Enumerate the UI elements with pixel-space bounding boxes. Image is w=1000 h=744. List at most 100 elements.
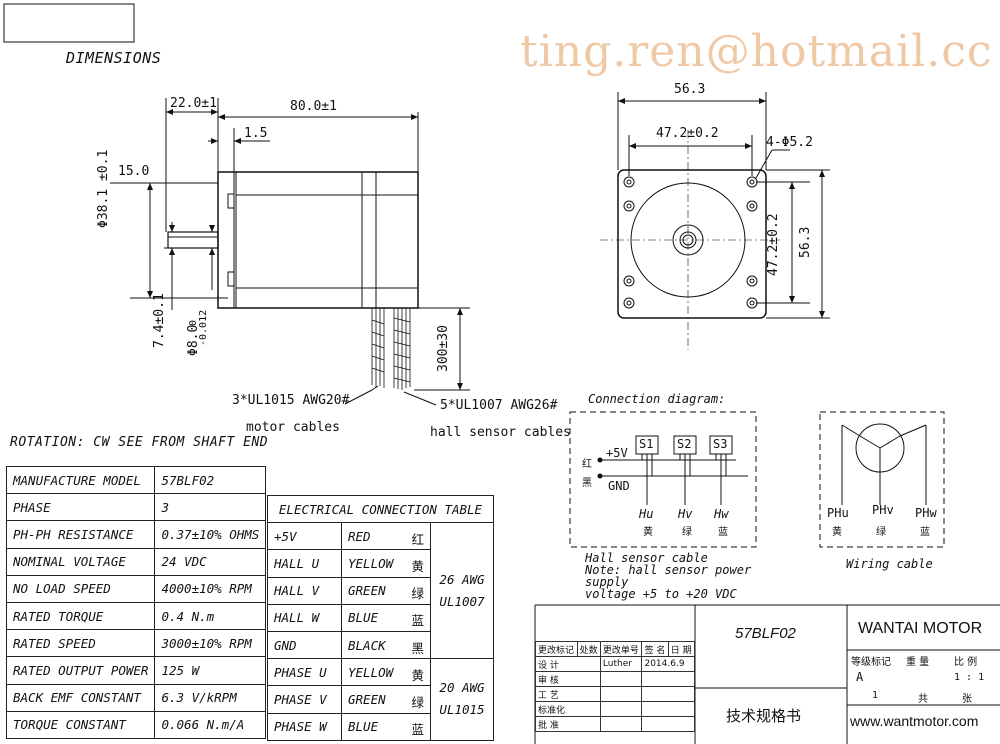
spec-label: RATED OUTPUT POWER	[5, 656, 156, 685]
hall-note-line3: supply	[585, 575, 629, 589]
tb-designer: Luther	[599, 656, 643, 672]
tb-design-date: 2014.6.9	[641, 656, 695, 672]
wiring-diagram-lines	[819, 411, 945, 548]
ect-color-zh: 绿	[411, 694, 424, 710]
spec-label: BACK EMF CONSTANT	[5, 683, 156, 712]
phase-w-zh: 蓝	[920, 527, 930, 538]
hall-v-label: Hv	[678, 507, 693, 521]
dim-front-width: 56.3	[674, 82, 706, 97]
hall-w-label: Hw	[714, 507, 729, 521]
tb-sheet-no: 1	[872, 690, 879, 701]
ect-color-en: GREEN	[348, 691, 386, 707]
ect-signal: GND	[267, 630, 342, 660]
tb-total: 共	[918, 694, 928, 705]
ect-color-zh: 黄	[411, 558, 424, 574]
corner-box	[3, 3, 135, 43]
conn-gnd-label: GND	[608, 479, 630, 493]
dim-flange-thickness: 1.5	[244, 126, 268, 141]
ect-row: PHASE V GREEN 绿	[267, 685, 494, 714]
ect-color-en: YELLOW	[348, 664, 394, 680]
ect-color-en: GREEN	[348, 583, 386, 599]
ect-signal: PHASE W	[267, 712, 342, 741]
hall-note-line1: Hall sensor cable	[585, 551, 708, 565]
sensor-s3: S3	[713, 437, 728, 451]
dim-front-height: 56.3	[798, 226, 813, 258]
ect-color-en: BLACK	[348, 637, 386, 653]
hall-v-zh: 绿	[682, 527, 692, 538]
tb-design: 设 计	[535, 656, 601, 672]
tb-standard: 标准化	[535, 701, 601, 717]
spec-label: PHASE	[5, 493, 156, 522]
ect-color: RED 红	[341, 522, 431, 551]
tb-model: 57BLF02	[735, 625, 796, 642]
ect-color: BLUE 蓝	[341, 603, 431, 632]
ect-color: GREEN 绿	[341, 685, 431, 714]
tb-sign: 签 名	[641, 641, 669, 657]
ect-signal: +5V	[267, 522, 342, 551]
phase-u-zh: 黄	[832, 527, 842, 538]
tb-weight-label: 重 量	[906, 657, 930, 668]
dim-pilot-diameter: Φ38.1 ±0.1	[96, 149, 111, 228]
tb-approve: 批 准	[535, 716, 601, 732]
ect-color-en: BLUE	[348, 610, 379, 626]
ect-title: ELECTRICAL CONNECTION TABLE	[267, 494, 494, 524]
ect-group-hall: 26 AWG UL1007	[430, 522, 494, 660]
dim-hole-spacing-right: 47.2±0.2	[766, 213, 781, 276]
ect-group-phase: 20 AWG UL1015	[430, 658, 494, 741]
phase-v-zh: 绿	[876, 527, 886, 538]
ect-color-zh: 红	[411, 531, 424, 547]
ect-signal: HALL U	[267, 549, 342, 578]
spec-value: 3000±10% RPM	[154, 629, 267, 658]
tb-review: 审 核	[535, 671, 601, 687]
phase-u-label: PHu	[827, 506, 849, 520]
spec-label: RATED SPEED	[5, 629, 156, 658]
hall-u-label: Hu	[639, 507, 654, 521]
ect-signal: HALL V	[267, 576, 342, 605]
connection-title: Connection diagram:	[588, 392, 726, 406]
tb-company: WANTAI MOTOR	[858, 620, 983, 637]
hall-note: Hall sensor cable Note: hall sensor powe…	[585, 552, 751, 600]
motor-cable-label: motor cables	[246, 420, 340, 435]
motor-side-view	[110, 98, 470, 406]
spec-label: NO LOAD SPEED	[5, 574, 156, 603]
ect-signal: PHASE V	[267, 685, 342, 714]
dim-mount-holes: 4-Φ5.2	[766, 135, 813, 150]
spec-label: NOMINAL VOLTAGE	[5, 547, 156, 576]
spec-value: 6.3 V/kRPM	[154, 683, 267, 712]
spec-label: MANUFACTURE MODEL	[5, 465, 156, 495]
ect-color-en: YELLOW	[348, 555, 394, 571]
spec-value: 4000±10% RPM	[154, 574, 267, 603]
hall-note-line2: Note: hall sensor power	[585, 563, 752, 577]
spec-value: 57BLF02	[154, 465, 267, 495]
ect-color-en: BLUE	[348, 719, 379, 735]
ect-row: +5V RED 红 26 AWG UL1007	[267, 522, 494, 660]
conn-red-zh: 红	[582, 459, 592, 470]
spec-label: PH-PH RESISTANCE	[5, 520, 156, 549]
ect-color-zh: 黄	[411, 667, 424, 683]
tb-grade-label: 等级标记	[851, 657, 891, 668]
hall-note-line4: voltage +5 to +20 VDC	[585, 587, 737, 601]
tb-mark: 更改标记	[535, 641, 578, 657]
dim-shaft-flat: 15.0	[118, 164, 150, 179]
ect-color: YELLOW 黄	[341, 549, 431, 578]
tb-doc-title: 技术规格书	[726, 707, 802, 725]
conn-5v-label: +5V	[606, 446, 628, 460]
tb-count: 处数	[576, 641, 601, 657]
dim-hole-spacing-top: 47.2±0.2	[656, 126, 719, 141]
ect-color-zh: 蓝	[411, 722, 424, 738]
ect-color-zh: 蓝	[411, 613, 424, 629]
dim-body-length: 80.0±1	[290, 99, 337, 114]
title-block-frame	[534, 604, 1000, 744]
conn-black-zh: 黑	[582, 478, 592, 489]
tb-ratio-label: 比 例	[954, 657, 978, 668]
tb-website: www.wantmotor.com	[850, 713, 979, 729]
ect-color-en: RED	[348, 528, 371, 544]
